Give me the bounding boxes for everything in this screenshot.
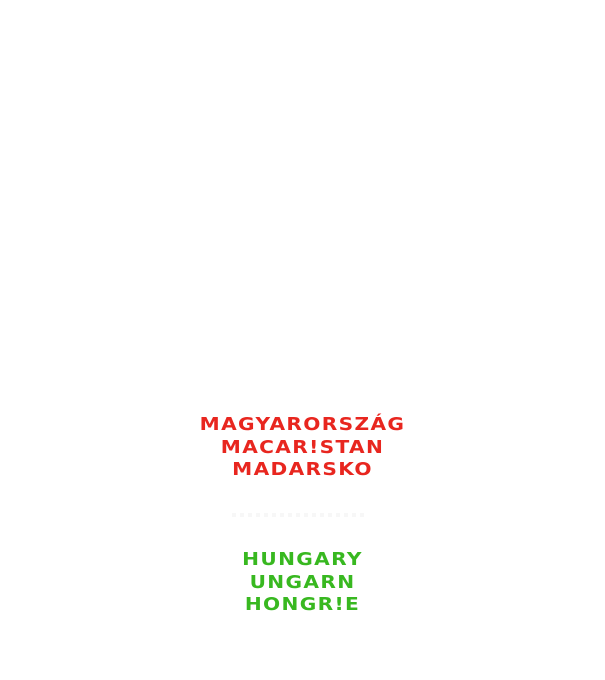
green-country-names: HUNGARY UNGARN HONGR!E xyxy=(0,549,605,617)
country-name-ungarn: UNGARN xyxy=(249,571,356,593)
country-name-madarsko: MADARSKO xyxy=(232,459,373,480)
country-name-macaristan: MACAR!STAN xyxy=(220,436,385,458)
red-country-names: MAGYARORSZÁG MACAR!STAN MADARSKO xyxy=(0,414,605,482)
country-name-hungary: HUNGARY xyxy=(242,549,363,570)
country-name-magyarorszag: MAGYARORSZÁG xyxy=(199,414,406,435)
faint-divider xyxy=(232,513,364,517)
country-name-hongrie: HONGR!E xyxy=(244,594,361,615)
